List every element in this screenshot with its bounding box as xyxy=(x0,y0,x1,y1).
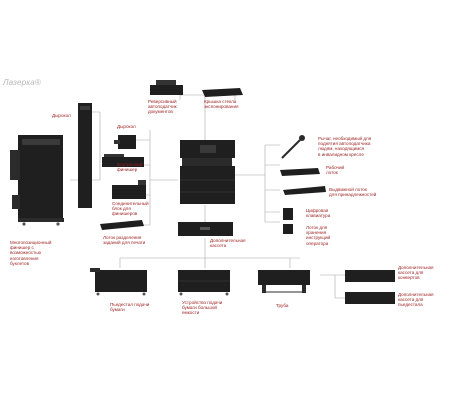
label-booklet-finisher: Многопозиционный финишер с возможностью … xyxy=(10,240,52,266)
label-hole-punch-mid: Дырокол xyxy=(117,124,136,129)
hole-punch-mid-icon xyxy=(114,135,136,149)
label-reverse-adf: Реверсивный автоподатчик документов xyxy=(148,99,177,115)
label-connect-block: Соединительный блок для финишеров xyxy=(112,201,149,217)
label-paper-pedestal: Пьедестал подачи бумаги xyxy=(110,302,150,313)
lcf-icon xyxy=(178,270,230,296)
paper-pedestal-icon xyxy=(90,268,147,296)
connector-bottom-trunk xyxy=(119,205,300,268)
work-tray-icon xyxy=(280,168,320,176)
label-lcf: Устройство подачи бумаги большой емкости xyxy=(182,300,223,316)
label-pipe: Труба xyxy=(276,303,289,308)
keypad-icon xyxy=(283,208,293,220)
label-add-cassette: Дополнительная кассета xyxy=(210,238,246,249)
label-cassette-conv: Дополнительная кассета для конвертов xyxy=(398,265,434,281)
separator-tray-icon xyxy=(100,220,144,230)
label-exit-tray: Выдвижной лоток для принадлежностей xyxy=(329,187,377,198)
label-inner-finisher: Внутренний финишер xyxy=(117,162,143,173)
add-cassette-icon xyxy=(178,222,233,236)
cassette-ped-icon xyxy=(345,292,395,304)
connecting-block-icon xyxy=(112,180,146,199)
lever-icon xyxy=(281,135,305,159)
label-work-tray: Рабочий лоток xyxy=(326,165,345,176)
reverse-adf-icon xyxy=(150,80,183,95)
pipe-stand-icon xyxy=(258,270,310,293)
label-instruction-tray: Лоток для хранения инструкций оператора xyxy=(306,225,331,246)
inner-finisher-icon xyxy=(102,154,144,167)
label-platen-cover: Крышка стекла экспонирования xyxy=(204,99,239,110)
instruction-tray-icon xyxy=(283,224,293,234)
booklet-finisher-icon xyxy=(10,135,64,226)
brand-watermark: Лазерка® xyxy=(3,78,42,87)
hole-punch-left-icon xyxy=(78,103,92,208)
label-hole-punch-left: Дырокол xyxy=(52,113,71,118)
exit-tray-icon xyxy=(283,186,326,195)
connector-right xyxy=(235,144,280,223)
cassette-conv-icon xyxy=(345,270,395,282)
label-separator-tray: Лоток разделения заданий для печати xyxy=(103,235,146,246)
platen-cover-icon xyxy=(202,88,243,97)
label-lever: Рычаг, необходимый для поднятия автопода… xyxy=(318,136,372,157)
connector-bottom-right xyxy=(320,274,345,299)
main-mfp-icon xyxy=(180,140,235,204)
label-keypad: Цифровая клавиатура xyxy=(306,208,331,219)
label-cassette-ped: Дополнительная кассета для пьедестала xyxy=(398,292,434,308)
